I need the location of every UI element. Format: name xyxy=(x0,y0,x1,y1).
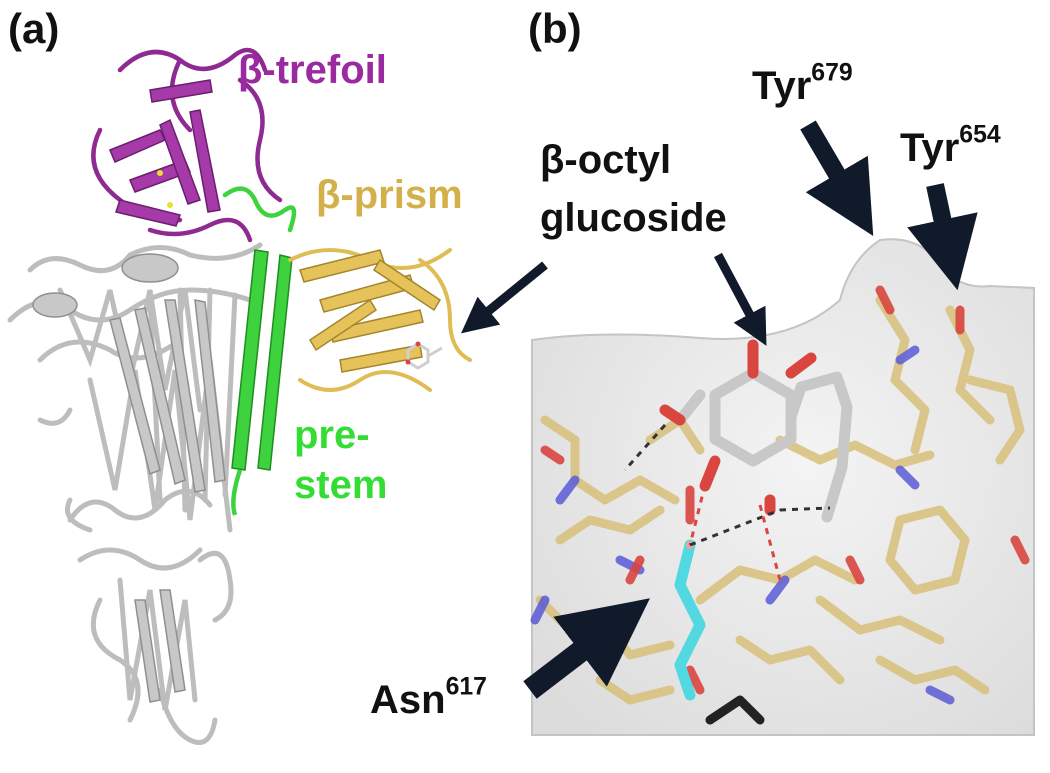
residue-sticks xyxy=(530,285,1030,725)
asn617-number: 617 xyxy=(445,673,487,701)
label-ligand-line2: glucoside xyxy=(540,196,727,240)
protein-trefoil-domain xyxy=(91,47,283,243)
label-tyr654: Tyr654 xyxy=(900,123,1001,170)
protein-prism-domain xyxy=(288,248,472,392)
label-prestem-line2: stem xyxy=(294,463,388,507)
ligand-arrow-b xyxy=(714,252,767,346)
label-beta-trefoil: β-trefoil xyxy=(238,48,387,92)
tyr654-name: Tyr xyxy=(900,126,960,170)
tyr654-arrow xyxy=(907,183,978,291)
protein-prestem-domain xyxy=(222,186,297,516)
protein-gray-body xyxy=(7,242,263,745)
hydrogen-bonds xyxy=(623,424,831,581)
label-beta-prism: β-prism xyxy=(316,173,463,217)
label-prestem-line1: pre- xyxy=(294,413,370,457)
tyr654-number: 654 xyxy=(959,121,1001,149)
label-asn617: Asn617 xyxy=(370,675,487,722)
panel-label-b: (b) xyxy=(528,5,582,52)
tyr679-number: 679 xyxy=(811,59,853,87)
arrows xyxy=(461,120,978,699)
label-ligand-line1: β-octyl xyxy=(540,138,672,182)
protein-gray-strands xyxy=(32,253,226,703)
asn617-name: Asn xyxy=(370,678,446,722)
label-tyr679: Tyr679 xyxy=(752,61,853,108)
ligand-sticks xyxy=(659,339,853,523)
tyr679-arrow xyxy=(800,120,874,237)
panel-label-a: (a) xyxy=(8,5,60,52)
asn617-arrow xyxy=(523,598,650,699)
tyr679-name: Tyr xyxy=(752,64,812,108)
ligand-cartoon xyxy=(405,341,443,370)
ligand-arrow-a xyxy=(461,261,548,334)
